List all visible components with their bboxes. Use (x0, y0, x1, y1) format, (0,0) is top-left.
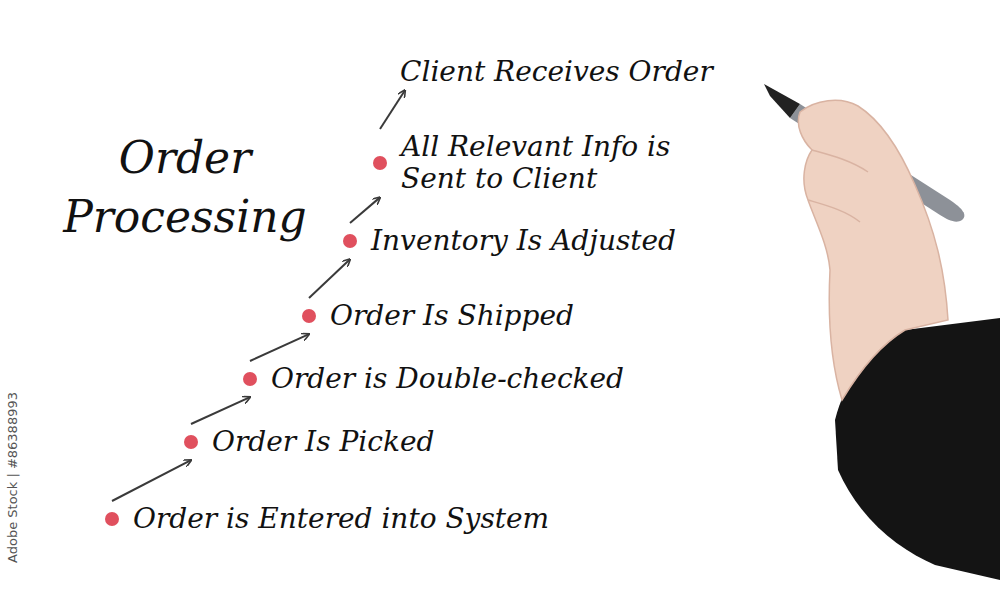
flow-arrow (191, 397, 250, 424)
process-step: Client Receives Order (392, 56, 717, 88)
step-dot (243, 372, 257, 386)
process-step: All Relevant Info is Sent to Client (373, 131, 704, 195)
watermark: Adobe Stock | #86388993 (4, 392, 19, 563)
process-step: Order is Entered into System (105, 503, 553, 535)
diagram-title: Order Processing (35, 128, 335, 247)
step-text: Order Is Shipped (330, 300, 574, 332)
finger-line (808, 200, 860, 222)
process-step: Inventory Is Adjusted (343, 225, 680, 257)
step-text: Order Is Picked (212, 426, 434, 458)
step-text: Order is Double-checked (271, 363, 624, 395)
process-step: Order Is Picked (184, 426, 438, 458)
step-dot (302, 309, 316, 323)
step-dot (373, 156, 387, 170)
flow-arrow (380, 90, 405, 129)
finger-line (812, 150, 868, 172)
step-text: Order is Entered into System (133, 503, 549, 535)
flow-arrow (350, 197, 380, 223)
step-text: Client Receives Order (400, 56, 713, 88)
marker-tip (764, 84, 800, 118)
flow-arrow (309, 259, 350, 298)
step-text: All Relevant Info is Sent to Client (401, 131, 700, 195)
flow-arrow (112, 460, 191, 501)
step-dot (343, 234, 357, 248)
step-text: Inventory Is Adjusted (371, 225, 676, 257)
process-step: Order Is Shipped (302, 300, 578, 332)
hand (798, 100, 948, 400)
step-dot (184, 435, 198, 449)
process-step: Order is Double-checked (243, 363, 628, 395)
step-dot (105, 512, 119, 526)
flow-arrow (250, 334, 309, 361)
